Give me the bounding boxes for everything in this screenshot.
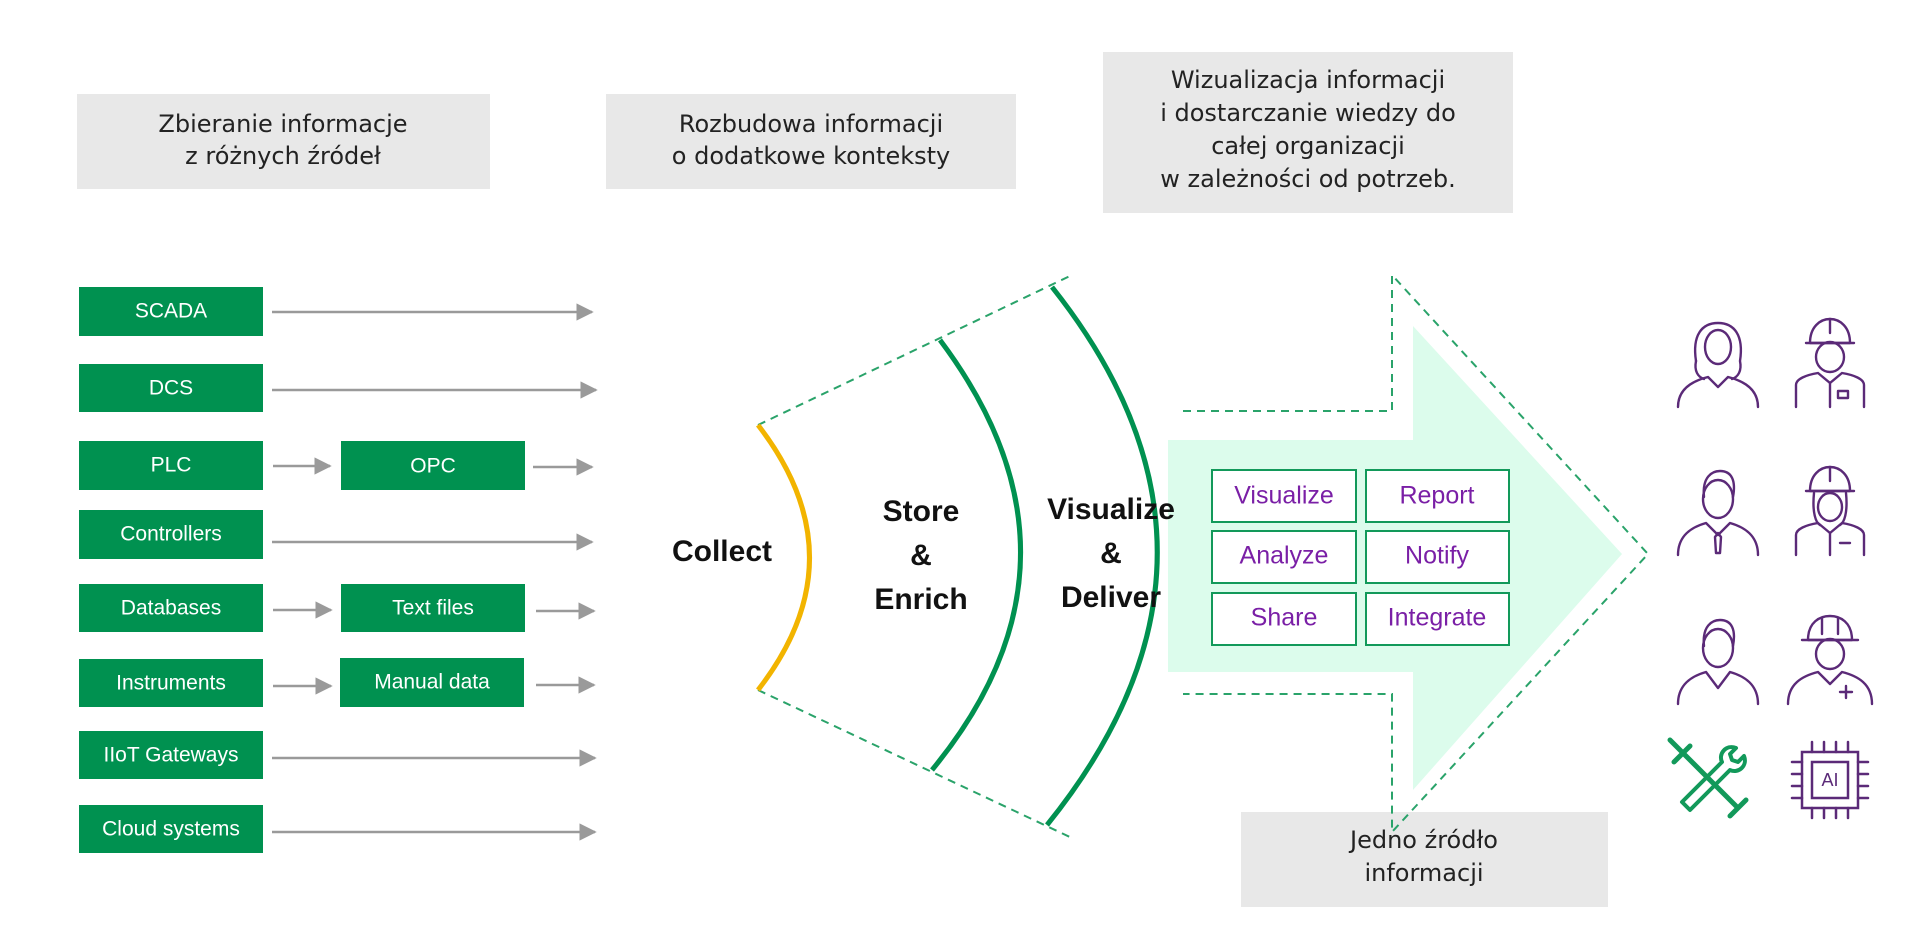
capability-notify: Notify <box>1365 530 1510 584</box>
tools-icon <box>1667 737 1749 819</box>
ai-chip-icon: AI <box>1790 740 1870 820</box>
caption-deliver-line-3: całej organizacji <box>1211 132 1405 160</box>
caption-deliver-line-2: i dostarczanie wiedzy do <box>1160 99 1456 127</box>
caption-deliver-line-4: w zależności od potrzeb. <box>1160 165 1455 193</box>
capability-integrate: Integrate <box>1365 592 1510 646</box>
stage-store-label-2: & <box>910 539 932 572</box>
source-list: SCADA DCS PLC Controllers Databases Inst… <box>79 287 525 853</box>
caption-single-source-line-2: informacji <box>1364 859 1483 887</box>
man-icon <box>1676 618 1760 706</box>
source-opc: OPC <box>341 441 525 490</box>
capability-visualize: Visualize <box>1211 469 1357 523</box>
caption-single-source-line-1: Jedno źródło <box>1348 826 1498 854</box>
caption-collect-line-1: Zbieranie informacje <box>158 110 407 138</box>
source-dcs-label: DCS <box>149 377 193 400</box>
source-iiot-gateways-label: IIoT Gateways <box>103 744 238 767</box>
caption-deliver-line-1: Wizualizacja informacji <box>1171 66 1445 94</box>
source-text-files-label: Text files <box>392 597 474 620</box>
capability-grid: Visualize Report Analyze Notify Share In… <box>1211 469 1510 646</box>
source-opc-label: OPC <box>410 455 456 478</box>
source-scada-label: SCADA <box>135 300 207 323</box>
source-cloud-systems: Cloud systems <box>79 805 263 853</box>
caption-enrich-line-1: Rozbudowa informacji <box>679 110 943 138</box>
capability-notify-label: Notify <box>1405 542 1469 570</box>
caption-enrich: Rozbudowa informacji o dodatkowe konteks… <box>606 94 1016 189</box>
caption-single-source: Jedno źródło informacji <box>1241 812 1608 907</box>
capability-share-label: Share <box>1251 604 1318 632</box>
caption-deliver: Wizualizacja informacji i dostarczanie w… <box>1103 52 1513 213</box>
capability-share: Share <box>1211 592 1357 646</box>
capability-analyze: Analyze <box>1211 530 1357 584</box>
woman-icon <box>1676 321 1760 409</box>
hardhat-worker-icon <box>1786 614 1874 706</box>
caption-collect-line-2: z różnych źródeł <box>185 142 381 170</box>
source-manual-data: Manual data <box>340 658 524 707</box>
caption-collect: Zbieranie informacje z różnych źródeł <box>77 94 490 189</box>
source-plc-label: PLC <box>151 454 192 477</box>
source-plc: PLC <box>79 441 263 490</box>
collect-arc <box>756 423 812 692</box>
capability-visualize-label: Visualize <box>1234 482 1334 510</box>
stage-store-label-1: Store <box>883 495 960 528</box>
man-tie-icon <box>1676 469 1760 557</box>
funnel-outline <box>757 274 1073 839</box>
source-instruments-label: Instruments <box>116 672 226 695</box>
deliver-arc <box>1045 285 1160 827</box>
source-controllers: Controllers <box>79 510 263 559</box>
stage-visualize-label-2: & <box>1100 537 1122 570</box>
delivery-arrow-outline <box>1183 272 1650 835</box>
woman-engineer-icon <box>1794 465 1866 557</box>
flow-arrows <box>272 303 598 841</box>
capability-report-label: Report <box>1399 482 1474 510</box>
source-iiot-gateways: IIoT Gateways <box>79 731 263 779</box>
source-dcs: DCS <box>79 364 263 412</box>
caption-enrich-line-2: o dodatkowe konteksty <box>672 142 950 170</box>
ai-chip-label: AI <box>1821 770 1838 790</box>
source-controllers-label: Controllers <box>120 523 222 546</box>
store-arc <box>930 338 1024 772</box>
stage-visualize-label-3: Deliver <box>1061 581 1161 614</box>
source-instruments: Instruments <box>79 659 263 707</box>
stage-store-label-3: Enrich <box>874 583 967 616</box>
source-cloud-systems-label: Cloud systems <box>102 818 240 841</box>
source-manual-data-label: Manual data <box>374 671 490 694</box>
stage-visualize-label-1: Visualize <box>1047 493 1175 526</box>
capability-report: Report <box>1365 469 1510 523</box>
source-databases-label: Databases <box>121 597 221 620</box>
engineer-icon <box>1794 317 1866 409</box>
source-databases: Databases <box>79 584 263 632</box>
capability-integrate-label: Integrate <box>1388 604 1487 632</box>
capability-analyze-label: Analyze <box>1240 542 1329 570</box>
source-scada: SCADA <box>79 287 263 336</box>
source-text-files: Text files <box>341 584 525 632</box>
stage-collect-label: Collect <box>672 535 772 568</box>
